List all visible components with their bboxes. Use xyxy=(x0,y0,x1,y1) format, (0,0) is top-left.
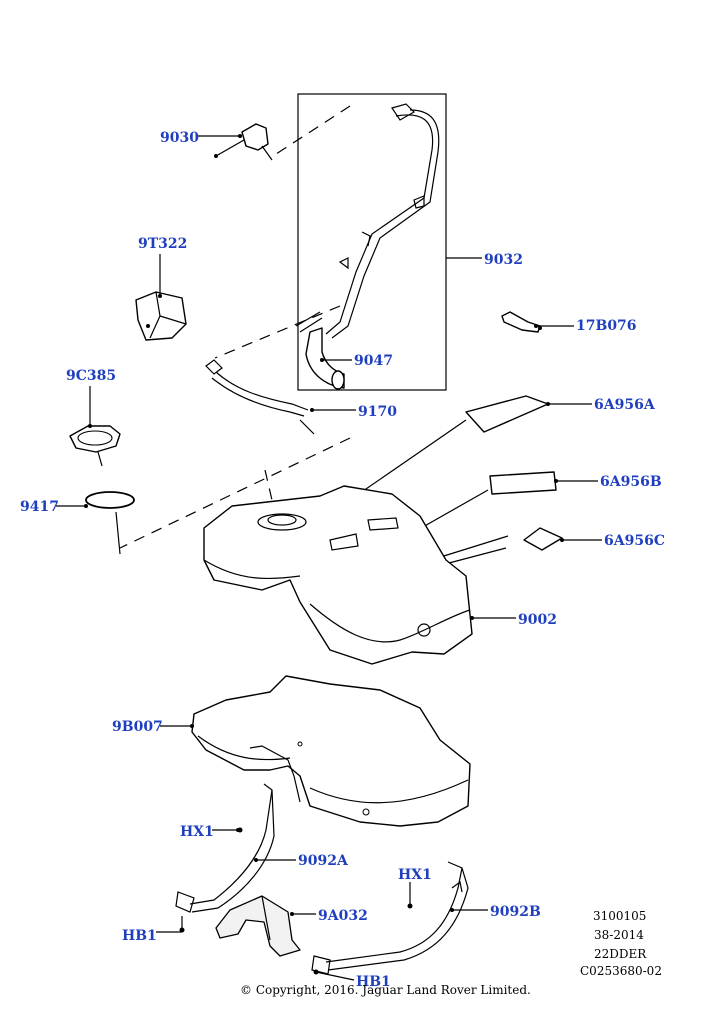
label-hb1-left: HB1 xyxy=(122,928,157,944)
leader-lines xyxy=(56,134,602,981)
label-6a956b: 6A956B xyxy=(600,474,662,490)
meta-line-2: 38-2014 xyxy=(594,928,644,942)
strap-9092a-part xyxy=(175,783,275,913)
label-9002: 9002 xyxy=(518,612,557,628)
heat-shield-part xyxy=(191,675,471,827)
meta-line-3: 22DDER xyxy=(594,947,647,961)
filler-neck-pipe-part xyxy=(295,103,440,339)
label-9t322: 9T322 xyxy=(138,236,187,252)
label-hx1-left: HX1 xyxy=(180,824,214,840)
label-6a956c: 6A956C xyxy=(604,533,665,549)
label-9170: 9170 xyxy=(358,404,397,420)
bracket-9t322-part xyxy=(135,291,187,341)
assembly-dash-lines xyxy=(119,105,351,549)
label-9032: 9032 xyxy=(484,252,523,268)
label-9047: 9047 xyxy=(354,353,393,369)
meta-line-4: C0253680-02 xyxy=(580,964,662,978)
locking-ring-part xyxy=(69,425,121,467)
label-9030: 9030 xyxy=(160,130,199,146)
label-9417: 9417 xyxy=(20,499,59,515)
label-9a032: 9A032 xyxy=(318,908,368,924)
fasteners xyxy=(179,827,413,975)
label-hb1-bottom: HB1 xyxy=(356,974,391,990)
copyright-text: © Copyright, 2016. Jaguar Land Rover Lim… xyxy=(240,983,531,997)
label-9b007: 9B007 xyxy=(112,719,163,735)
label-hx1-right: HX1 xyxy=(398,867,432,883)
label-17b076: 17B076 xyxy=(576,318,637,334)
filler-neck-callout-box xyxy=(297,93,447,391)
seal-ring-part xyxy=(85,491,135,555)
strap-shield-9a032-part xyxy=(215,895,301,957)
fuel-cap-part xyxy=(214,123,273,161)
sensor-17b076-part xyxy=(501,311,542,333)
label-9c385: 9C385 xyxy=(66,368,116,384)
label-9092a: 9092A xyxy=(298,853,349,869)
label-6a956a: 6A956A xyxy=(594,397,656,413)
vent-pipe-part xyxy=(205,359,315,435)
filler-hose-part xyxy=(305,327,345,390)
fuel-tank-part xyxy=(203,485,473,665)
label-9092b: 9092B xyxy=(490,904,541,920)
meta-line-1: 3100105 xyxy=(593,909,646,923)
